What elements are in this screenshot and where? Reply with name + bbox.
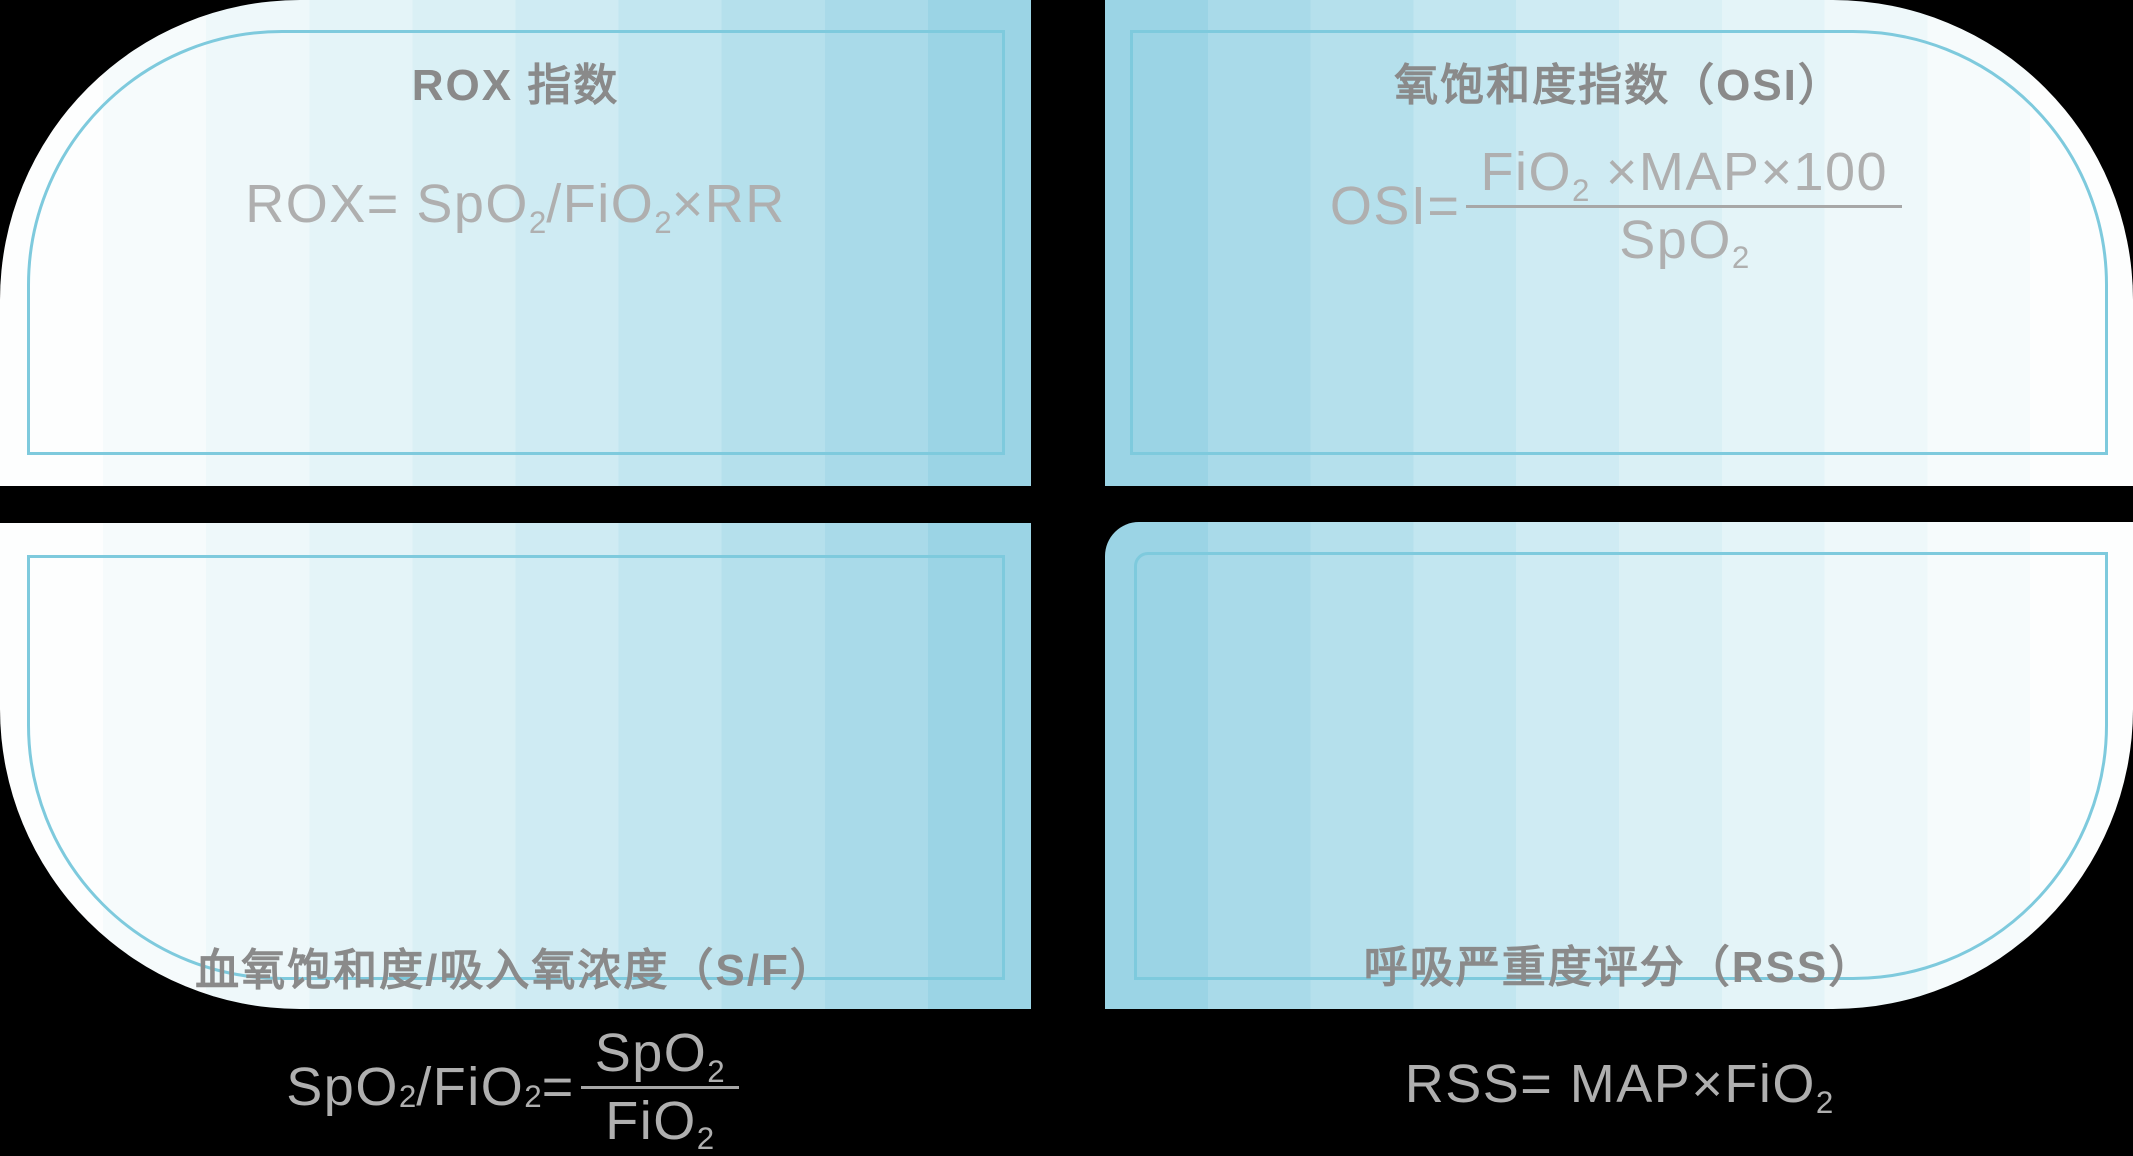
card-osi-index	[1105, 0, 2133, 486]
card-sf-numerator: SpO2	[594, 1023, 725, 1089]
card-sf-denominator: FiO2	[605, 1091, 715, 1156]
card-rox-index	[0, 0, 1031, 486]
card-rss-formula-lhs: RSS=	[1404, 1054, 1554, 1115]
card-sf-fraction-bar	[580, 1086, 739, 1090]
card-sf-index	[0, 523, 1031, 1009]
card-rss-index	[1105, 522, 2133, 1009]
card-sf-fraction: SpO2 FiO2	[580, 1023, 739, 1156]
card-rss-formula: RSS= MAP×FiO2	[1404, 1054, 1834, 1120]
card-rss-formula-body: MAP×FiO2	[1553, 1054, 1834, 1120]
